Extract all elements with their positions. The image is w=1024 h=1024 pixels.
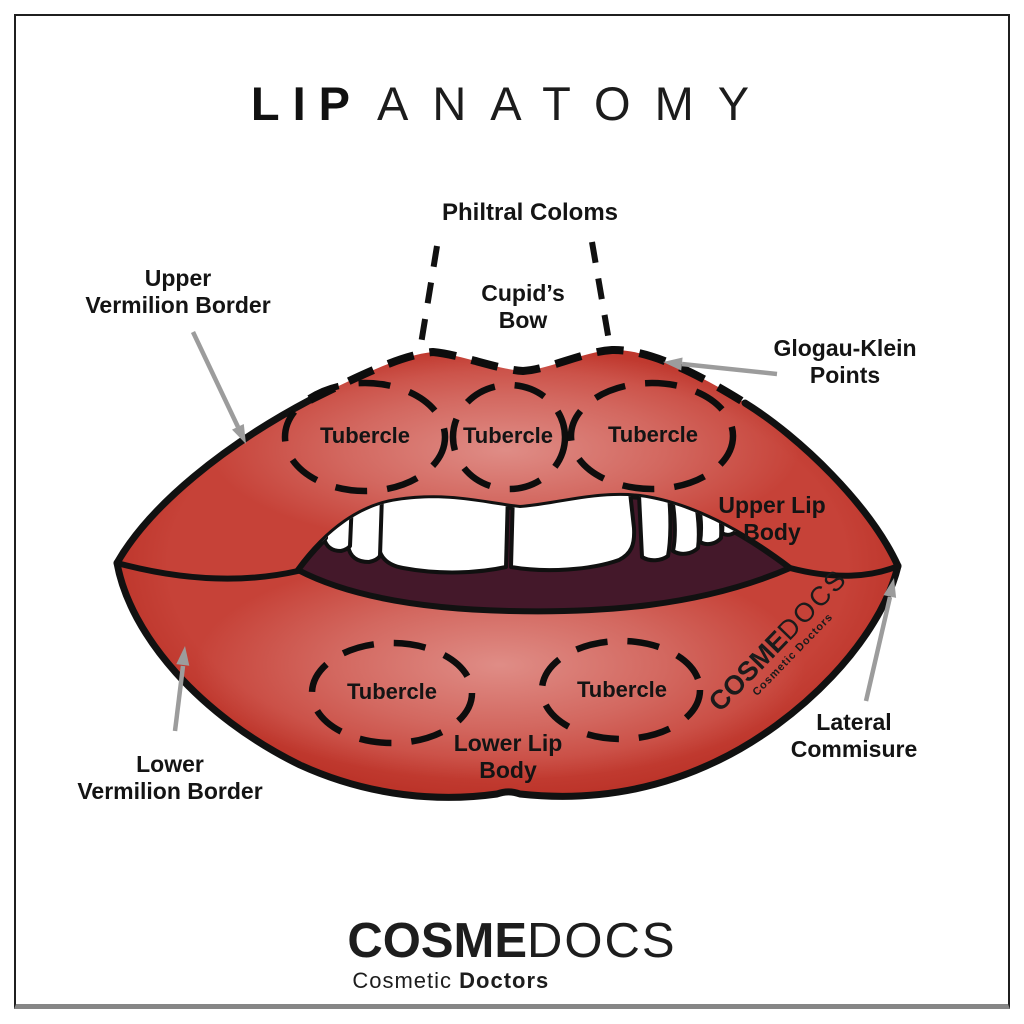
lateral-commisure-arrow-line: [863, 596, 893, 702]
label-cupids-bow: Cupid’s Bow: [481, 280, 565, 333]
footer-tagline: Cosmetic Doctors: [352, 968, 550, 993]
footer-brand: COSMEDOCS: [347, 914, 677, 968]
glogau-klein-arrowhead: [663, 357, 683, 371]
label-tubercle-lower-right: Tubercle: [576, 677, 668, 702]
tubercle-ellipse-upper-left: [281, 379, 449, 495]
glogau-klein-arrow-line: [681, 361, 778, 377]
label-lower-vermilion-border: Lower Vermilion Border: [77, 751, 263, 804]
lower-vermilion-arrow-line: [172, 665, 186, 732]
label-upper-lip-body: Upper Lip Body: [718, 492, 826, 545]
tooth-right-1: [637, 495, 673, 563]
title-word-anatomy: ANATOMY: [377, 77, 774, 130]
tubercle-ellipse-lower-right: [538, 637, 704, 743]
label-tubercle-upper-center: Tubercle: [462, 423, 554, 448]
label-glogau-klein-points: Glogau-Klein Points: [773, 335, 917, 388]
philtral-column-line-right: [589, 241, 612, 342]
label-lower-lip-body: Lower Lip Body: [453, 730, 563, 783]
title-word-lip: LIP: [250, 77, 364, 130]
upper-vermilion-dashed-border: [308, 345, 748, 407]
upper-vermilion-arrow-line: [190, 331, 241, 428]
upper-vermilion-arrowhead: [232, 424, 246, 444]
label-lateral-commisure: Lateral Commisure: [790, 709, 918, 762]
lower-lip-outline: [113, 559, 902, 801]
label-tubercle-lower-left: Tubercle: [346, 679, 438, 704]
upper-lip-outline-left: [113, 396, 314, 567]
upper-lip-outline-right: [741, 399, 902, 570]
lip-crease-left: [114, 560, 301, 582]
label-tubercle-upper-right: Tubercle: [607, 422, 699, 447]
tubercle-ellipse-lower-left: [308, 639, 476, 747]
tooth-right-2: [670, 495, 701, 556]
tooth-incisor-right: [509, 495, 637, 573]
label-philtral-columns: Philtral Coloms: [441, 199, 619, 226]
lateral-commisure-arrowhead: [883, 578, 897, 598]
lower-vermilion-arrowhead: [176, 646, 190, 666]
footer-logo: COSMEDOCS Cosmetic Doctors: [0, 917, 1024, 994]
tubercle-ellipse-upper-center: [449, 381, 569, 493]
philtral-column-line-left: [418, 245, 440, 345]
label-tubercle-upper-left: Tubercle: [319, 423, 411, 448]
label-upper-vermilion-border: Upper Vermilion Border: [85, 265, 271, 318]
tubercle-ellipse-upper-right: [567, 379, 737, 493]
lip-crease-right: [787, 563, 901, 579]
